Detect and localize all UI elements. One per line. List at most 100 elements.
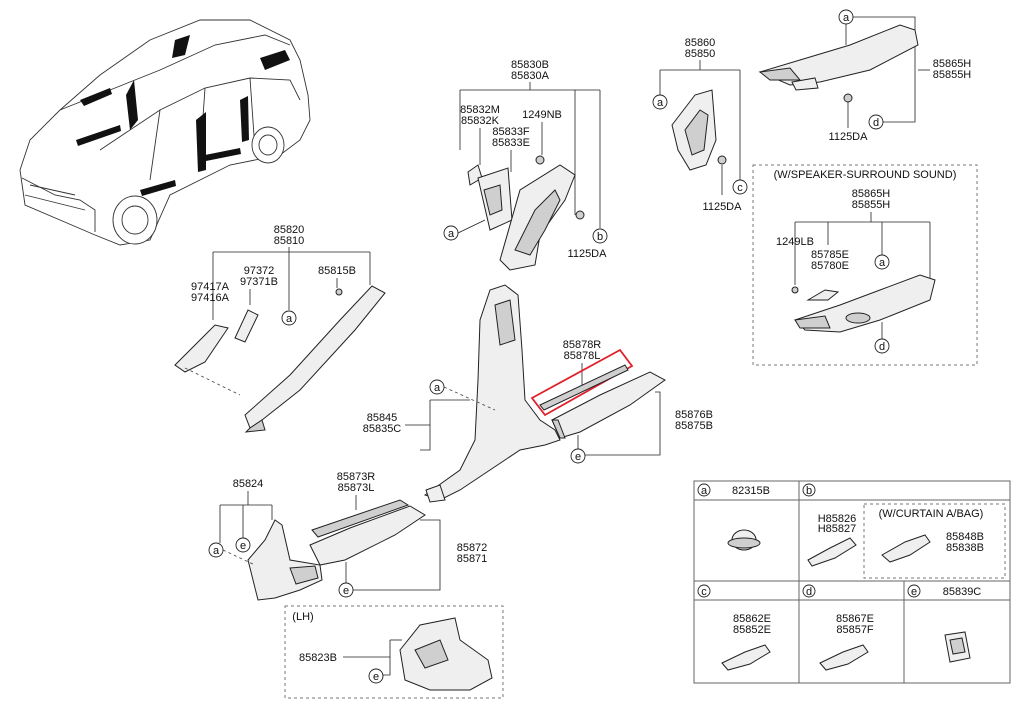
label-85878l: 85878L bbox=[564, 350, 601, 362]
label-85833f: 85833F bbox=[492, 126, 530, 138]
callout-d-speaker-text: d bbox=[879, 341, 885, 353]
callout-b-center-text: b bbox=[597, 231, 603, 243]
cowl-side-group: 85824 a e bbox=[208, 478, 323, 601]
legend-callout-c bbox=[697, 584, 711, 598]
label-85832k: 85832K bbox=[461, 115, 500, 127]
legend-callout-d-text: d bbox=[806, 586, 812, 598]
label-85780e: 85780E bbox=[811, 260, 849, 272]
label-85810: 85810 bbox=[274, 235, 305, 247]
legend-code-85857f: 85857F bbox=[836, 624, 874, 636]
callout-a-mid-text: a bbox=[657, 97, 664, 109]
label-85830a: 85830A bbox=[511, 70, 550, 82]
callout-e-lh bbox=[368, 668, 384, 684]
callout-d-right bbox=[868, 114, 884, 130]
callout-a-bpillar-text: a bbox=[434, 382, 441, 394]
label-85845: 85845 bbox=[367, 412, 398, 424]
door-sill-group: 85873R 85873L 85872 85871 e bbox=[309, 471, 488, 598]
rear-pillar-group: 85860 85850 a c 1125DA bbox=[652, 37, 748, 213]
speaker-surround-title: (W/SPEAKER-SURROUND SOUND) bbox=[774, 169, 957, 181]
label-85835c: 85835C bbox=[363, 423, 402, 435]
speaker-surround-box: (W/SPEAKER-SURROUND SOUND) 85865H 85855H… bbox=[752, 164, 978, 366]
highlight-box-85878 bbox=[530, 348, 634, 417]
a-pillar-group: 85820 85810 97372 97371B 85815B 97417A 9… bbox=[174, 224, 386, 433]
legend-callout-a-text: a bbox=[701, 485, 708, 497]
label-85860: 85860 bbox=[685, 37, 716, 49]
callout-e-scuff-text: e bbox=[575, 451, 581, 463]
callout-b-center bbox=[592, 228, 608, 244]
label-97371b: 97371B bbox=[240, 276, 278, 288]
label-97372: 97372 bbox=[244, 265, 275, 277]
legend-code-85852e: 85852E bbox=[733, 624, 771, 636]
legend-table: a 82315B b H85826 H85827 (W/CURTAIN A/BA… bbox=[693, 480, 1011, 684]
callout-a-cowl-text: a bbox=[213, 545, 220, 557]
label-85873l: 85873L bbox=[338, 482, 375, 494]
callout-c-mid-text: c bbox=[737, 182, 743, 194]
callout-a-speaker-text: a bbox=[879, 257, 886, 269]
legend-callout-a bbox=[697, 483, 711, 497]
legend-callout-d bbox=[802, 584, 816, 598]
label-85876b: 85876B bbox=[675, 409, 713, 421]
lh-title: (LH) bbox=[292, 611, 313, 623]
label-85872: 85872 bbox=[457, 542, 488, 554]
sill-strip-group: 85878R 85878L bbox=[530, 339, 634, 417]
label-85873r: 85873R bbox=[337, 471, 376, 483]
legend-code-85848b: 85848B bbox=[946, 531, 984, 543]
callout-a-center-text: a bbox=[448, 228, 455, 240]
legend-code-85839c: 85839C bbox=[943, 586, 982, 598]
label-sp-85865h: 85865H bbox=[852, 188, 891, 200]
legend-code-h85827: H85827 bbox=[818, 523, 857, 535]
label-85824: 85824 bbox=[233, 478, 264, 490]
callout-a-left-text: a bbox=[286, 313, 293, 325]
part-85878 bbox=[539, 364, 629, 411]
legend-code-82315b: 82315B bbox=[732, 485, 770, 497]
legend-code-85867e: 85867E bbox=[836, 613, 874, 625]
screw-1125da-center bbox=[575, 210, 585, 220]
label-85871: 85871 bbox=[457, 553, 488, 565]
legend-callout-b-text: b bbox=[806, 485, 812, 497]
callout-e-cowl bbox=[235, 537, 251, 553]
label-85875b: 85875B bbox=[675, 420, 713, 432]
label-85833e: 85833E bbox=[492, 137, 530, 149]
label-1125da-mid: 1125DA bbox=[703, 201, 743, 213]
scuff-plate-group: 85876B 85875B e bbox=[551, 371, 713, 464]
legend-code-85838b: 85838B bbox=[946, 542, 984, 554]
label-85830b: 85830B bbox=[511, 59, 549, 71]
label-1249lb: 1249LB bbox=[776, 236, 814, 248]
label-85865h: 85865H bbox=[933, 58, 972, 70]
legend-callout-e bbox=[907, 584, 921, 598]
label-sp-85855h: 85855H bbox=[852, 199, 891, 211]
label-1249nb: 1249NB bbox=[522, 109, 562, 121]
label-85832m: 85832M bbox=[460, 104, 500, 116]
car-illustration bbox=[19, 19, 311, 246]
label-85785e: 85785E bbox=[811, 249, 849, 261]
label-97417a: 97417A bbox=[191, 281, 230, 293]
callout-e-sill-text: e bbox=[343, 585, 349, 597]
callout-d-right-text: d bbox=[873, 117, 879, 129]
label-85820: 85820 bbox=[274, 224, 305, 236]
legend-curtain-title: (W/CURTAIN A/BAG) bbox=[879, 508, 984, 520]
quarter-trim-group: a 85865H 85855H d 1125DA bbox=[758, 9, 972, 143]
label-85823b: 85823B bbox=[299, 652, 337, 664]
callout-e-cowl-text: e bbox=[240, 540, 246, 552]
upper-pillar-group: 85830B 85830A 85832M 85832K 1249NB 85833… bbox=[443, 59, 608, 271]
legend-code-85862e: 85862E bbox=[733, 613, 771, 625]
label-85815b: 85815B bbox=[318, 265, 356, 277]
legend-callout-b bbox=[802, 483, 816, 497]
label-85878r: 85878R bbox=[563, 339, 602, 351]
label-1125da-center: 1125DA bbox=[568, 248, 608, 260]
label-1125da-right: 1125DA bbox=[829, 131, 869, 143]
b-pillar-lower-group: a 85845 85835C bbox=[363, 284, 561, 503]
callout-a-left bbox=[281, 310, 297, 326]
lh-box: (LH) 85823B e bbox=[284, 605, 504, 699]
label-85855h: 85855H bbox=[933, 69, 972, 81]
callout-e-lh-text: e bbox=[373, 671, 379, 683]
label-97416a: 97416A bbox=[191, 292, 230, 304]
callout-a-mid bbox=[652, 94, 668, 110]
callout-a-speaker bbox=[874, 254, 890, 270]
legend-code-h85826: H85826 bbox=[818, 513, 857, 525]
callout-a-right-text: a bbox=[843, 12, 850, 24]
legend-callout-e-text: e bbox=[911, 586, 917, 598]
label-85850: 85850 bbox=[685, 48, 716, 60]
legend-callout-c-text: c bbox=[701, 586, 707, 598]
